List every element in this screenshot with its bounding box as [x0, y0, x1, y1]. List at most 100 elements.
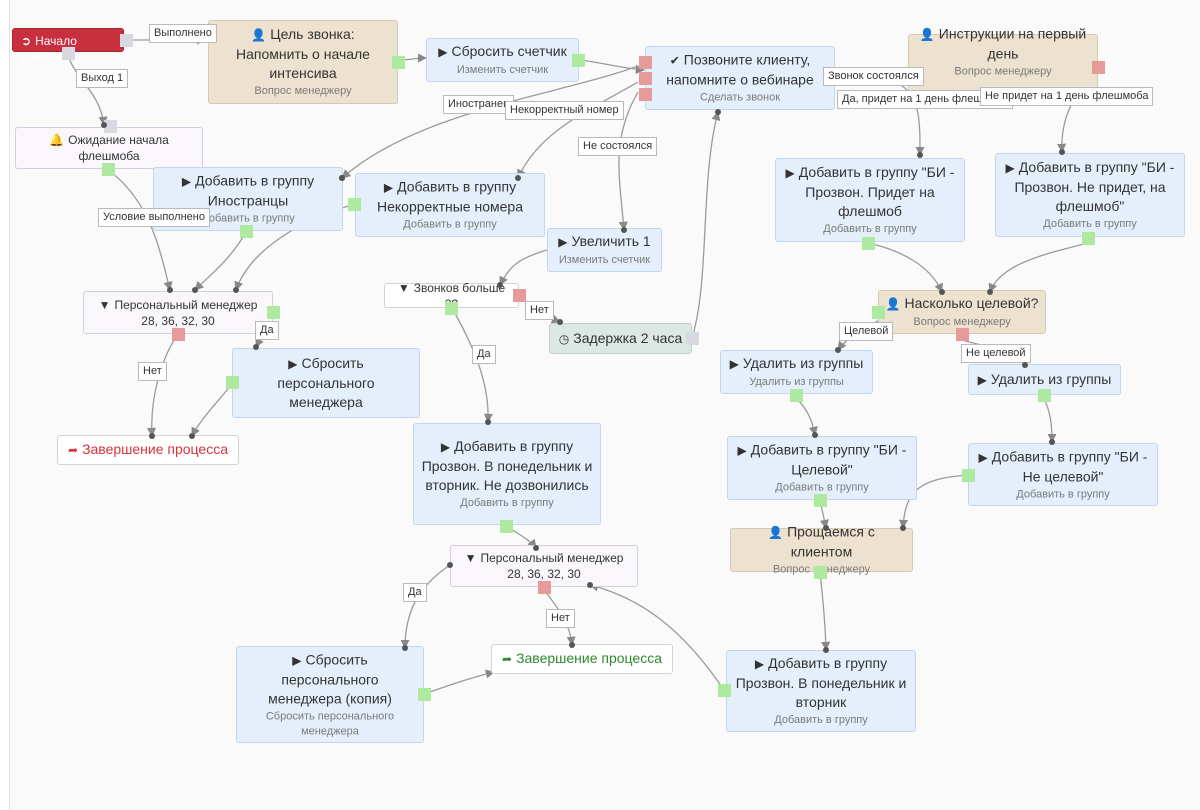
add-mon-tue-node[interactable]: ▶Добавить в группу Прозвон. В понедельни… — [726, 650, 916, 732]
add-mon-tue-nr-node[interactable]: ▶Добавить в группу Прозвон. В понедельни… — [413, 423, 601, 525]
reset-pm-node[interactable]: ▶Сбросить персонального менеджера — [232, 348, 420, 418]
label-incorrect[interactable]: Некорректный номер — [505, 101, 624, 120]
add-bi-will-out-handle[interactable] — [862, 237, 875, 250]
goal-out-handle[interactable] — [392, 56, 405, 69]
reset-counter-node[interactable]: ▶Сбросить счетчик Изменить счетчик — [426, 38, 579, 82]
label-yes2[interactable]: Да — [403, 583, 427, 602]
add-bi-target-sub: Добавить в группу — [775, 481, 869, 494]
start-out-handle[interactable] — [120, 34, 133, 47]
label-yes1[interactable]: Да — [255, 321, 279, 340]
add-bi-nontarget-node[interactable]: ▶Добавить в группу "БИ - Не целевой" Доб… — [968, 443, 1158, 506]
wait-flashmob-out-handle[interactable] — [102, 163, 115, 176]
wait-flashmob-in-handle[interactable] — [104, 120, 117, 133]
label-non-target[interactable]: Не целевой — [961, 344, 1031, 363]
how-target-node[interactable]: 👤Насколько целевой? Вопрос менеджеру — [878, 290, 1046, 334]
label-target[interactable]: Целевой — [839, 322, 894, 341]
reset-pm-copy-out-handle[interactable] — [418, 688, 431, 701]
add-incorrect-node[interactable]: ▶Добавить в группу Некорректные номера Д… — [355, 173, 545, 237]
personal-mgr-1-no-handle[interactable] — [172, 328, 185, 341]
add-bi-target-node[interactable]: ▶Добавить в группу "БИ - Целевой" Добави… — [727, 436, 917, 500]
start-bottom-handle[interactable] — [62, 47, 75, 60]
personal-mgr-2-node[interactable]: ▼Персональный менеджер 28, 36, 32, 30 — [450, 545, 638, 587]
goodbye-out-handle[interactable] — [814, 566, 827, 579]
add-bi-wont-out-handle[interactable] — [1082, 232, 1095, 245]
end-2-node[interactable]: ➦Завершение процесса — [491, 644, 673, 674]
label-exit1[interactable]: Выход 1 — [76, 69, 129, 88]
personal-mgr-1-yes-handle[interactable] — [267, 306, 280, 319]
label-condition-met[interactable]: Условие выполнено — [98, 208, 210, 227]
reset-counter-out-handle[interactable] — [572, 54, 585, 67]
delay-node[interactable]: ◷Задержка 2 часа — [549, 323, 692, 354]
add-mon-tue-sub: Добавить в группу — [774, 714, 868, 726]
label-no-calls[interactable]: Нет — [525, 301, 554, 320]
goal-node[interactable]: 👤Цель звонка: Напомнить о начале интенси… — [208, 20, 398, 104]
edge-pm2-resetcopy — [400, 564, 451, 649]
label-no-wont[interactable]: Не придет на 1 день флешмоба — [980, 87, 1154, 106]
add-bi-target-out-handle[interactable] — [814, 494, 827, 507]
anchor-dot — [233, 287, 239, 293]
add-foreigners-out-handle[interactable] — [240, 225, 253, 238]
call-client-fail-handle-2[interactable] — [639, 72, 652, 85]
edge-rm1-bitarget — [795, 397, 818, 436]
call-client-fail-handle-3[interactable] — [639, 88, 652, 101]
calls-more-no-handle[interactable] — [513, 289, 526, 302]
add-incorrect-out-handle[interactable] — [348, 198, 361, 211]
anchor-dot — [917, 152, 923, 158]
label-no2[interactable]: Нет — [546, 609, 575, 628]
add-incorrect-sub: Добавить в группу — [403, 218, 497, 231]
call-client-fail-handle-1[interactable] — [639, 56, 652, 69]
how-target-no-handle[interactable] — [956, 328, 969, 341]
end-2-title: Завершение процесса — [516, 650, 662, 666]
reset-pm-copy-node[interactable]: ▶Сбросить персонального менеджера (копия… — [236, 646, 424, 743]
anchor-dot — [447, 562, 453, 568]
delay-out-handle[interactable] — [686, 332, 699, 345]
remove-group-1-out-handle[interactable] — [790, 389, 803, 402]
add-bi-wont-node[interactable]: ▶Добавить в группу "БИ - Прозвон. Не при… — [995, 153, 1185, 237]
wait-flashmob-node[interactable]: 🔔Ожидание начала флешмоба — [15, 127, 203, 169]
instructions-node[interactable]: 👤Инструкции на первый день Вопрос менедж… — [908, 26, 1098, 94]
personal-mgr-2-title: Персональный менеджер 28, 36, 32, 30 — [480, 551, 624, 581]
increase-node[interactable]: ▶Увеличить 1 Изменить счетчик — [547, 228, 662, 272]
label-foreign[interactable]: Иностранец — [443, 95, 515, 114]
calls-more-yes-handle[interactable] — [445, 302, 458, 315]
personal-mgr-1-node[interactable]: ▼Персональный менеджер 28, 36, 32, 30 — [83, 291, 273, 334]
add-bi-will-node[interactable]: ▶Добавить в группу "БИ - Прозвон. Придет… — [775, 158, 965, 242]
label-happened[interactable]: Звонок состоялся — [823, 67, 924, 86]
canvas-left-edge — [0, 0, 10, 810]
edge-binontarget-goodbye — [898, 474, 971, 529]
play-icon: ▶ — [978, 450, 988, 464]
call-client-node[interactable]: ✔Позвоните клиенту, напомните о вебинаре… — [645, 46, 835, 110]
anchor-dot — [823, 647, 829, 653]
edge-foreign-pm1 — [194, 231, 247, 291]
instructions-fail-handle[interactable] — [1092, 61, 1105, 74]
label-no1[interactable]: Нет — [138, 362, 167, 381]
clock-icon: ◷ — [558, 331, 570, 346]
add-bi-wont-title: Добавить в группу "БИ - Прозвон. Не прид… — [1014, 159, 1175, 214]
reset-pm-out-handle[interactable] — [226, 376, 239, 389]
instructions-sub: Вопрос менеджеру — [954, 65, 1052, 78]
remove-group-2-out-handle[interactable] — [1038, 389, 1051, 402]
personal-mgr-2-no-handle[interactable] — [538, 581, 551, 594]
label-not-happened[interactable]: Не состоялся — [578, 137, 658, 156]
end-1-title: Завершение процесса — [82, 441, 228, 457]
start-node[interactable]: ➲Начало работы — [12, 28, 124, 64]
increase-sub: Изменить счетчик — [558, 254, 651, 266]
add-mon-tue-title: Добавить в группу Прозвон. В понедельник… — [735, 655, 907, 710]
calls-more-title: Звонков больше 3? — [413, 280, 506, 311]
anchor-dot — [939, 289, 945, 295]
reset-counter-title: Сбросить счетчик — [451, 43, 567, 59]
how-target-yes-handle[interactable] — [872, 306, 885, 319]
anchor-dot — [900, 525, 906, 531]
add-mon-tue-out-handle[interactable] — [718, 684, 731, 697]
add-mon-tue-nr-out-handle[interactable] — [500, 520, 513, 533]
label-done[interactable]: Выполнено — [149, 24, 217, 43]
label-yes-calls[interactable]: Да — [472, 345, 496, 364]
remove-group-1-node[interactable]: ▶Удалить из группы Удалить из группы — [720, 350, 873, 394]
anchor-dot — [557, 319, 563, 325]
anchor-dot — [1059, 149, 1065, 155]
play-icon: ▶ — [754, 657, 765, 671]
end-1-node[interactable]: ➦Завершение процесса — [57, 435, 239, 465]
goodbye-node[interactable]: 👤Прощаемся с клиентом Вопрос менеджеру — [730, 524, 913, 576]
add-bi-nontarget-out-handle[interactable] — [962, 469, 975, 482]
